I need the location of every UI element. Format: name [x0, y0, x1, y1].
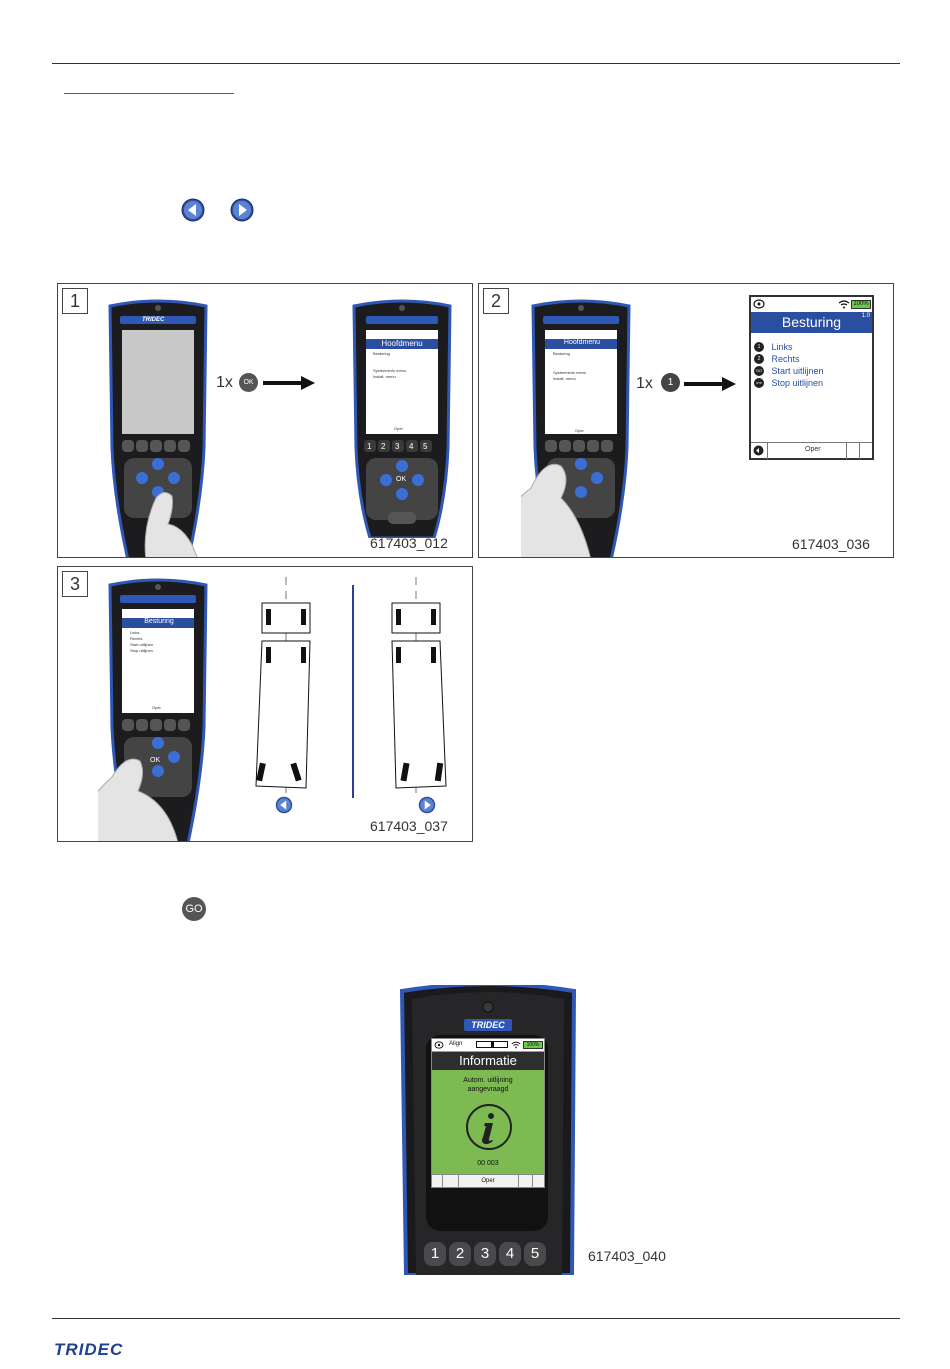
key-1-icon: 1	[661, 373, 680, 392]
stop-key-icon: STP	[754, 377, 764, 388]
menu-screen: 100% Besturing 1.0 1 Links 2 Rechts GO S…	[749, 295, 874, 460]
info-message-line2: aangevraagd	[467, 1086, 509, 1093]
step-panel-3: 3 Besturing Links Rechts Start uitlijnen…	[57, 566, 473, 842]
menu-item: Rechts	[130, 636, 143, 641]
device-screen: Align 100% Informatie Autom. uitlijning …	[431, 1038, 545, 1188]
screen-footer: Oper	[805, 446, 821, 453]
keypad-key: 2	[381, 442, 386, 451]
arrow-left-icon	[181, 198, 205, 222]
handheld-device-menu	[352, 299, 452, 538]
battery-icon: 100%	[523, 1041, 543, 1049]
device-icon	[753, 299, 765, 309]
press-count: 1x	[636, 375, 653, 392]
screen-title: Hoofdmenu	[563, 339, 601, 346]
screen-title: Besturing	[144, 618, 174, 625]
header-rule	[52, 63, 900, 64]
press-count: 1x	[216, 374, 233, 391]
go-key-icon: GO	[182, 897, 206, 921]
handheld-device	[98, 578, 208, 841]
handheld-device	[521, 299, 631, 557]
screen-footer: Oper	[152, 705, 161, 710]
screen-version: 1.0	[861, 313, 870, 319]
screen-title: Besturing	[781, 314, 842, 330]
info-message-line1: Autom. uitlijning	[463, 1077, 513, 1084]
info-code: 00 003	[477, 1160, 499, 1167]
keypad-key: 5	[423, 442, 428, 451]
info-icon	[466, 1104, 512, 1150]
screen-footer: Oper	[481, 1178, 495, 1184]
figure-ref: 617403_012	[370, 535, 448, 551]
menu-item[interactable]: 2 Rechts	[754, 350, 799, 368]
arrow-right-icon	[418, 796, 436, 814]
status-bar: Align 100%	[432, 1039, 544, 1051]
keypad-key: 3	[395, 442, 400, 451]
status-label: Align	[449, 1041, 463, 1047]
keypad-key: 4	[409, 442, 414, 451]
handheld-device	[108, 299, 208, 557]
tridec-logo: TRIDEC	[54, 1340, 124, 1359]
menu-item: Stop uitlijnen	[130, 648, 153, 653]
menu-item: Besturing	[553, 351, 570, 356]
menu-item: Systeeminfo menu	[373, 368, 407, 373]
step-panel-2: 2 Hoofdmenu Besturing Systeeminfo menu I…	[478, 283, 894, 558]
menu-item: Install. menu	[373, 374, 396, 379]
ok-key-icon: OK	[239, 373, 258, 392]
arrow-right-icon	[684, 377, 736, 391]
key-2-icon: 2	[754, 353, 764, 364]
keypad-key[interactable]: 5	[524, 1242, 546, 1266]
back-icon	[753, 445, 764, 456]
figure-ref: 617403_036	[792, 536, 870, 552]
step-number: 1	[62, 288, 88, 314]
go-key-icon: GO	[754, 365, 764, 376]
ok-key-label: OK	[396, 476, 407, 483]
keypad-key[interactable]: 4	[499, 1242, 521, 1266]
steering-diagram	[255, 577, 447, 798]
screen-title-bar: Besturing 1.0	[751, 312, 872, 333]
step-panel-1: 1 TRIDEC 1x OK	[57, 283, 473, 558]
keypad-key[interactable]: 1	[424, 1242, 446, 1266]
arrow-left-icon	[275, 796, 293, 814]
wifi-icon	[511, 1041, 521, 1049]
wifi-icon	[838, 300, 850, 309]
figure-ref: 617403_037	[370, 818, 448, 834]
screen-footer-bar: Oper	[432, 1174, 544, 1188]
device-icon	[434, 1041, 444, 1049]
keypad-key[interactable]: 3	[474, 1242, 496, 1266]
screen-footer-bar: Oper	[751, 442, 872, 459]
arrow-right-icon	[230, 198, 254, 222]
menu-item: Start uitlijnen	[130, 642, 154, 647]
menu-item[interactable]: 1 Links	[754, 338, 792, 356]
device-brand: TRIDEC	[142, 317, 165, 323]
screen-footer: Oper	[394, 426, 403, 431]
menu-item[interactable]: STP Stop uitlijnen	[754, 374, 823, 392]
menu-item[interactable]: GO Start uitlijnen	[754, 365, 824, 376]
keypad-key: 1	[367, 442, 372, 451]
menu-item: Links	[130, 630, 140, 635]
keypad: 1 2 3 4 5	[424, 1242, 550, 1272]
footer-rule	[52, 1318, 900, 1319]
step-number: 3	[62, 571, 88, 597]
key-1-icon: 1	[754, 341, 764, 352]
menu-item: Install. menu	[553, 376, 576, 381]
screen-title: Hoofdmenu	[381, 339, 423, 348]
ok-key-label: OK	[150, 757, 161, 764]
battery-icon: 100%	[851, 300, 871, 309]
figure-ref: 617403_040	[588, 1248, 666, 1264]
arrow-right-icon	[263, 376, 315, 390]
menu-item: Besturing	[373, 351, 390, 356]
screen-title: Informatie	[459, 1053, 517, 1068]
step-number: 2	[483, 288, 509, 314]
screen-title-bar: Informatie	[432, 1052, 544, 1070]
screen-footer: Oper	[575, 428, 584, 433]
align-progress	[476, 1041, 508, 1048]
device-brand: TRIDEC	[471, 1020, 505, 1030]
keypad-key[interactable]: 2	[449, 1242, 471, 1266]
menu-item: Systeeminfo menu	[553, 370, 587, 375]
header-link-underline[interactable]	[64, 93, 234, 94]
